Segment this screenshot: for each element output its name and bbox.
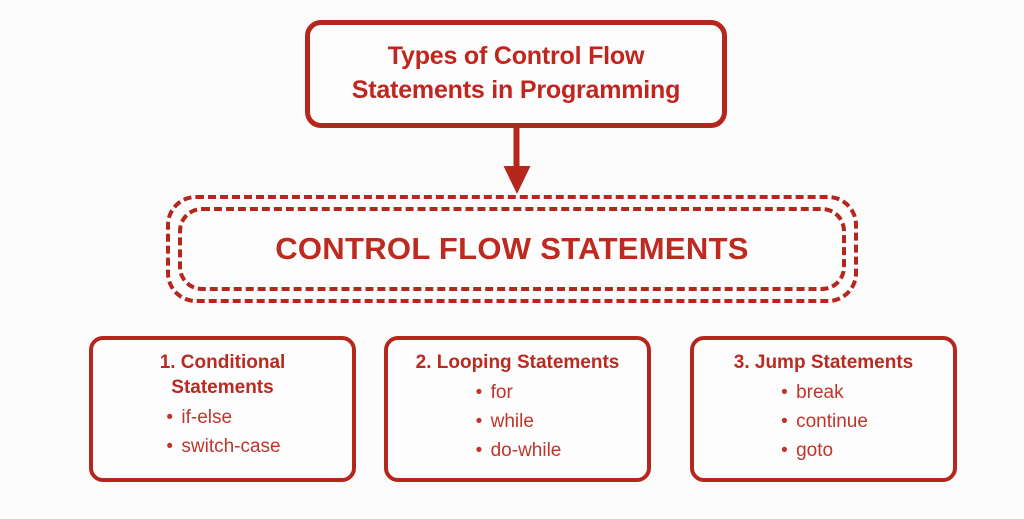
card-item-list: • break • continue • goto [779, 379, 868, 466]
list-item: • switch-case [164, 433, 280, 462]
list-item: • continue [779, 408, 868, 437]
bullet-icon: • [166, 407, 174, 429]
list-item: • for [474, 379, 562, 408]
list-item-label: for [490, 382, 513, 404]
card-heading: 1. Conditional Statements [159, 352, 286, 399]
card-looping-statements: 2. Looping Statements • for • while • do… [384, 336, 651, 482]
bullet-icon: • [475, 382, 483, 404]
bullet-icon: • [475, 410, 483, 432]
list-item-label: break [796, 382, 844, 404]
list-item: • goto [779, 437, 868, 466]
list-item-label: while [490, 410, 534, 432]
card-jump-statements: 3. Jump Statements • break • continue • … [690, 336, 957, 482]
card-heading: 2. Looping Statements [415, 352, 620, 373]
bullet-icon: • [781, 382, 788, 404]
card-item-list: • if-else • switch-case [164, 404, 280, 462]
list-item-label: continue [796, 410, 868, 432]
list-item-label: goto [796, 439, 834, 461]
list-item-label: do-while [490, 439, 562, 461]
bullet-icon: • [166, 436, 174, 458]
list-item: • do-while [474, 437, 562, 466]
list-item-label: if-else [181, 407, 233, 429]
list-item: • if-else [164, 404, 280, 433]
banner-inner-border: CONTROL FLOW STATEMENTS [178, 207, 846, 291]
card-heading: 3. Jump Statements [733, 352, 914, 373]
title-box: Types of Control Flow Statements in Prog… [305, 20, 727, 128]
list-item-label: switch-case [181, 436, 281, 458]
card-item-list: • for • while • do-while [474, 379, 562, 466]
card-conditional-statements: 1. Conditional Statements • if-else • sw… [89, 336, 356, 482]
bullet-icon: • [475, 439, 483, 461]
control-flow-banner: CONTROL FLOW STATEMENTS [166, 195, 858, 303]
banner-label: CONTROL FLOW STATEMENTS [275, 231, 749, 266]
list-item: • while [474, 408, 562, 437]
list-item: • break [779, 379, 868, 408]
down-arrow-icon [502, 126, 532, 196]
bullet-icon: • [781, 410, 788, 432]
bullet-icon: • [781, 439, 788, 461]
diagram-title: Types of Control Flow Statements in Prog… [351, 42, 681, 104]
